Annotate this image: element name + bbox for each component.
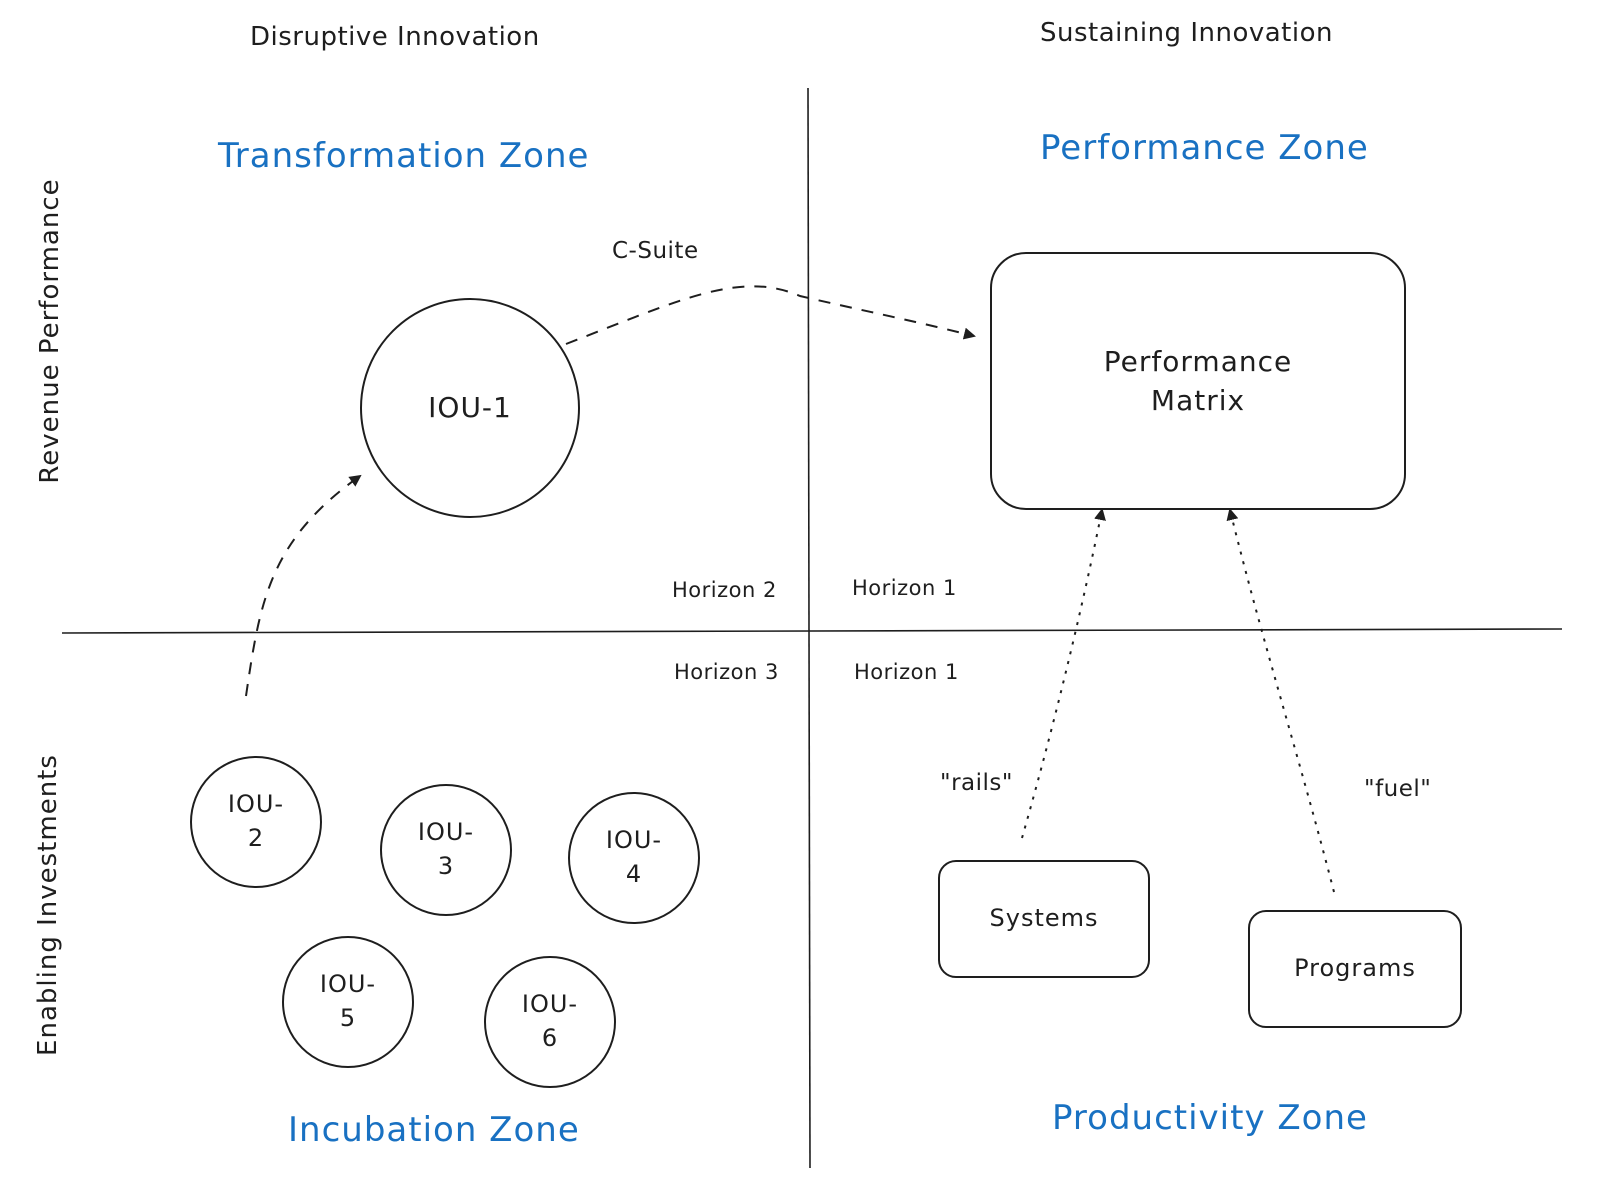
node-programs-label: Programs [1294, 954, 1416, 983]
horizon-label-1-bottom: Horizon 1 [854, 660, 959, 684]
node-iou-4: IOU- 4 [568, 792, 700, 924]
node-iou-2: IOU- 2 [190, 756, 322, 888]
vertical-divider [807, 87, 811, 1169]
edge-label-c-suite: C-Suite [612, 238, 699, 264]
node-performance-matrix-label: Performance Matrix [1103, 344, 1293, 417]
node-iou-4-label: IOU- 4 [605, 826, 663, 888]
zone-title-productivity: Productivity Zone [1052, 1098, 1368, 1138]
node-systems-label: Systems [989, 904, 1099, 933]
edge-label-fuel: "fuel" [1364, 776, 1432, 802]
arrow-systems-to-matrix [1021, 508, 1106, 839]
arrow-iou2-to-iou1 [245, 474, 362, 697]
header-disruptive-innovation: Disruptive Innovation [250, 22, 540, 52]
horizon-label-3: Horizon 3 [674, 660, 779, 684]
horizontal-divider [61, 628, 1563, 634]
node-iou-6: IOU- 6 [484, 956, 616, 1088]
node-iou-5: IOU- 5 [282, 936, 414, 1068]
node-performance-matrix: Performance Matrix [990, 252, 1406, 510]
header-sustaining-innovation: Sustaining Innovation [1040, 18, 1333, 48]
arrow-iou1-to-matrix [565, 285, 976, 345]
node-programs: Programs [1248, 910, 1462, 1028]
zone-title-performance: Performance Zone [1040, 128, 1369, 168]
arrow-programs-to-matrix [1226, 508, 1335, 893]
node-iou-1-label: IOU-1 [428, 391, 512, 425]
node-systems: Systems [938, 860, 1150, 978]
edge-label-rails: "rails" [940, 770, 1013, 796]
node-iou-3-label: IOU- 3 [417, 818, 475, 880]
axis-label-enabling-investments: Enabling Investments [33, 754, 63, 1056]
node-iou-6-label: IOU- 6 [521, 990, 579, 1052]
node-iou-1: IOU-1 [360, 298, 580, 518]
axis-label-revenue-performance: Revenue Performance [35, 178, 65, 484]
node-iou-3: IOU- 3 [380, 784, 512, 916]
zone-title-transformation: Transformation Zone [218, 136, 590, 176]
node-iou-5-label: IOU- 5 [319, 970, 377, 1032]
horizon-label-2: Horizon 2 [672, 578, 777, 602]
node-iou-2-label: IOU- 2 [227, 790, 285, 852]
zone-title-incubation: Incubation Zone [288, 1110, 580, 1150]
horizon-label-1-top: Horizon 1 [852, 576, 957, 600]
